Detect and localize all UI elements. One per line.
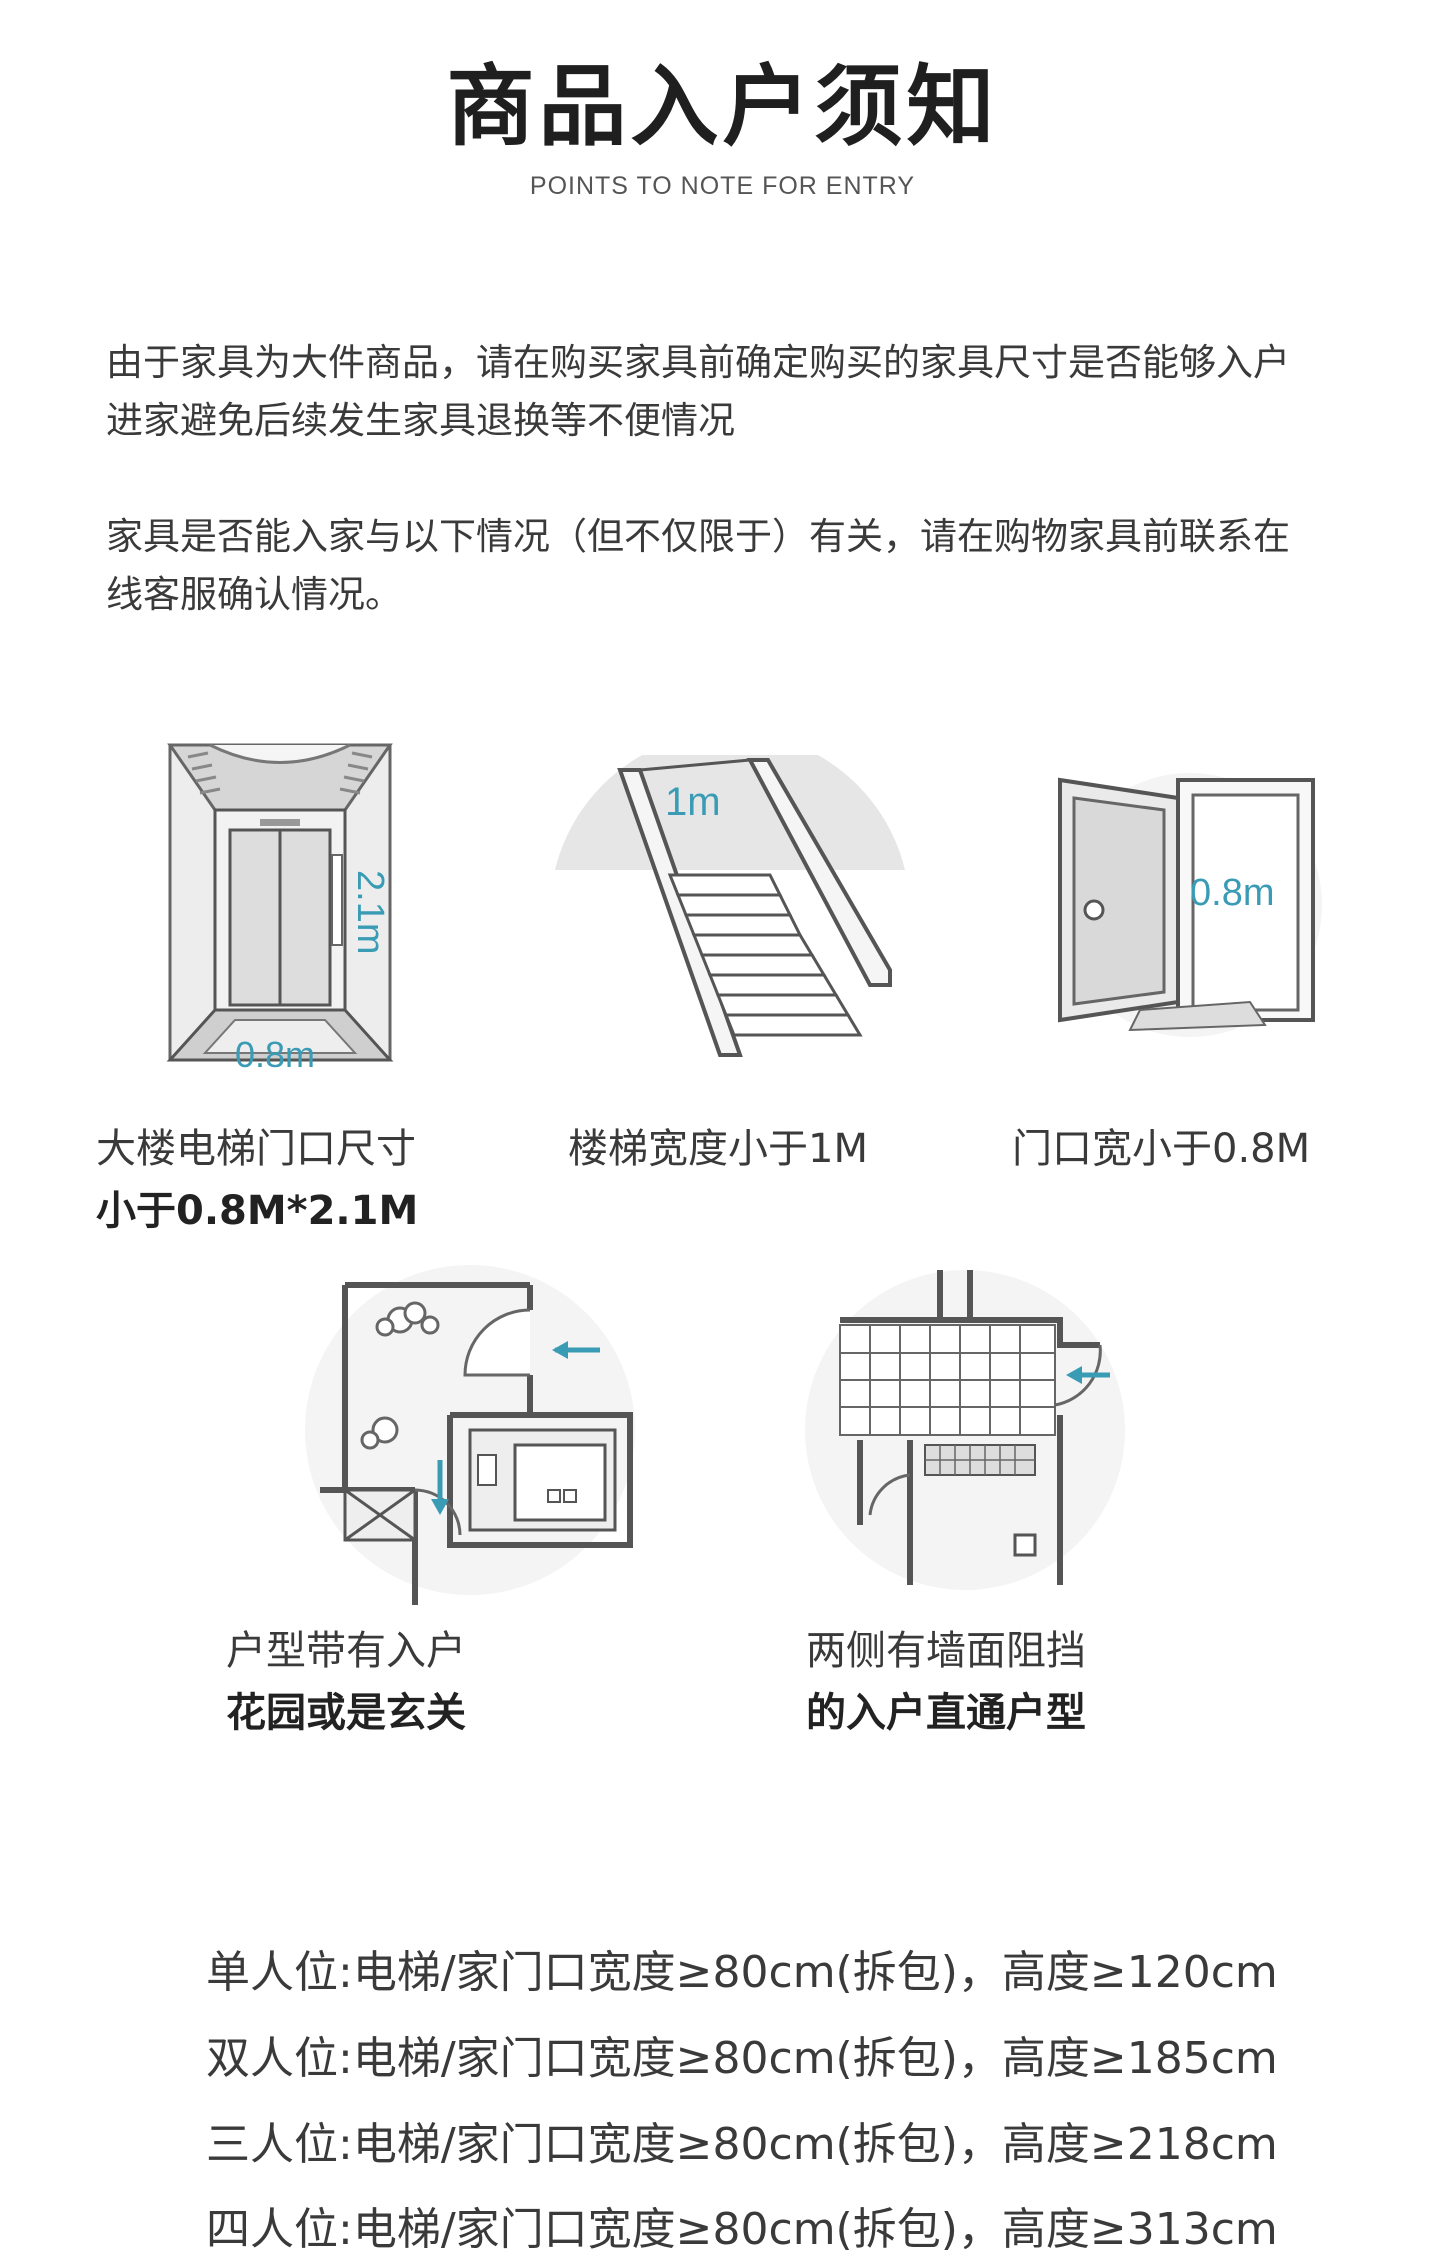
- case-caption-door: 门口宽小于0.8M: [1012, 1126, 1311, 1172]
- requirement-quad-seat: 四人位:电梯/家门口宽度≥80cm(拆包)，高度≥313cm: [206, 2204, 1278, 2255]
- staircase-icon: 1m: [555, 755, 905, 1057]
- walled-entry-floorplan-icon: [805, 1270, 1125, 1590]
- requirement-double-seat: 双人位:电梯/家门口宽度≥80cm(拆包)，高度≥185cm: [206, 2033, 1278, 2084]
- intro-paragraph-2: 家具是否能入家与以下情况（但不仅限于）有关，请在购物家具前联系在 线客服确认情况…: [106, 515, 1290, 616]
- garden-entry-floorplan-icon: [305, 1265, 635, 1605]
- case-caption-walled-entry: 两侧有墙面阻挡 的入户直通户型: [806, 1628, 1086, 1736]
- intro-paragraph-1: 由于家具为大件商品，请在购买家具前确定购买的家具尺寸是否能够入户 进家避免后续发…: [106, 341, 1290, 442]
- elevator-width-label: 0.8m: [235, 1034, 315, 1070]
- page-title: 商品入户须知: [446, 55, 999, 158]
- case-caption-garden-entry: 户型带有入户 花园或是玄关: [226, 1628, 466, 1736]
- page-subtitle: POINTS TO NOTE FOR ENTRY: [529, 172, 916, 200]
- elevator-height-label: 2.1m: [349, 870, 391, 954]
- door-icon: 0.8m: [1058, 773, 1322, 1037]
- case-caption-elevator: 大楼电梯门口尺寸 小于0.8M*2.1M: [96, 1126, 419, 1234]
- elevator-icon: 2.1m 0.8m: [166, 743, 394, 1070]
- requirement-single-seat: 单人位:电梯/家门口宽度≥80cm(拆包)，高度≥120cm: [206, 1947, 1278, 1998]
- stair-width-label: 1m: [665, 780, 721, 824]
- door-width-label: 0.8m: [1190, 872, 1274, 914]
- requirement-triple-seat: 三人位:电梯/家门口宽度≥80cm(拆包)，高度≥218cm: [206, 2119, 1278, 2170]
- case-caption-stairs: 楼梯宽度小于1M: [568, 1126, 868, 1172]
